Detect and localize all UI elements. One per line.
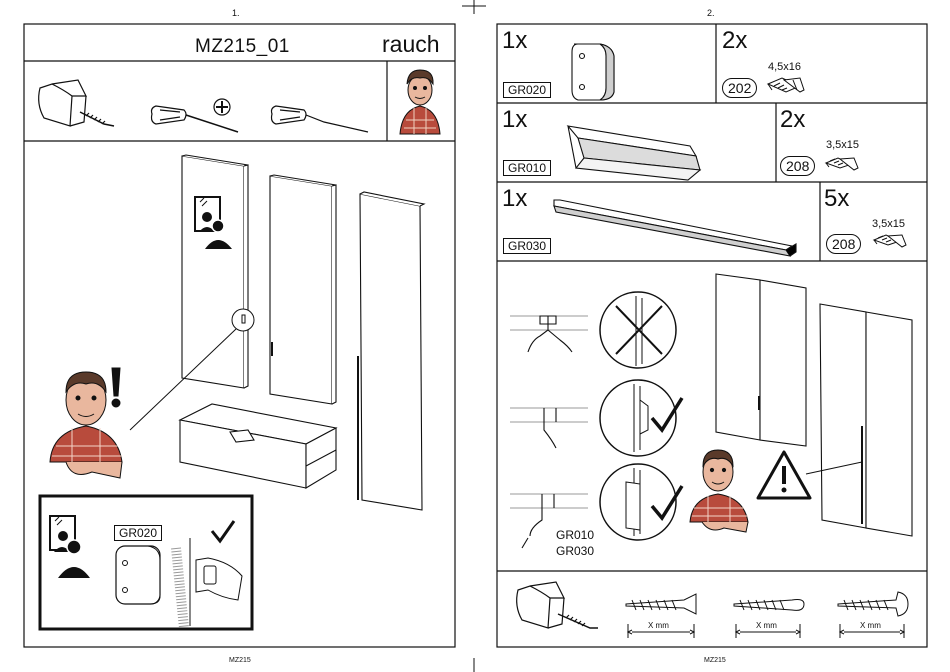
left-page-number: 1. [232, 8, 240, 18]
screw-208-drawing-a [826, 158, 858, 170]
door-pair-top [716, 274, 806, 446]
screwdriver-awl-icon [272, 106, 369, 132]
screw-202-drawing [768, 78, 804, 92]
part-gr030-drawing [554, 200, 796, 256]
screw-raised-head-icon [734, 600, 804, 639]
measure-label-2: X mm [756, 621, 777, 630]
right-footer: MZ215 [704, 657, 726, 664]
screw-pan-head-icon [838, 592, 908, 638]
screwdriver-phillips-icon [152, 99, 239, 132]
detail-circle-correct-1 [600, 380, 682, 456]
page-title: MZ215_01 [195, 36, 290, 58]
handle-profile-icon [39, 80, 114, 126]
mascot-warning [50, 368, 122, 478]
part-2-qty: 1x [502, 106, 527, 134]
part-2-code: GR010 [503, 160, 551, 176]
screw-3-size: 3,5x15 [872, 218, 905, 230]
variant-label-gr030: GR030 [556, 544, 594, 558]
measure-label-3: X mm [860, 621, 881, 630]
detail-circle-wrong [600, 292, 676, 368]
screw-208-drawing-b [874, 235, 906, 247]
mascot-right [690, 450, 748, 532]
screw-2-number: 208 [780, 156, 815, 176]
part-gr010-drawing [568, 126, 700, 180]
handle-profile-icon-right [517, 582, 598, 628]
part-3-qty: 1x [502, 185, 527, 213]
detail-circle-correct-2 [600, 464, 682, 540]
callout-box [40, 496, 252, 629]
door-pair-bottom [820, 304, 912, 536]
part-1-code: GR020 [503, 82, 551, 98]
screw-countersunk-icon [626, 594, 696, 638]
profile-section-gr010 [510, 408, 588, 448]
door-panel-1 [182, 155, 248, 388]
screw-3-number: 208 [826, 234, 861, 254]
right-page-number: 2. [707, 8, 715, 18]
screw-1-number: 202 [722, 78, 757, 98]
screw-1-size: 4,5x16 [768, 61, 801, 73]
part-gr020-drawing [572, 44, 614, 100]
variant-label-gr010: GR010 [556, 528, 594, 542]
screw-2-size: 3,5x15 [826, 139, 859, 151]
crop-marks [462, 0, 486, 672]
left-footer: MZ215 [229, 657, 251, 664]
door-panel-3 [358, 192, 424, 510]
part-1-qty: 1x [502, 27, 527, 55]
door-panel-2 [270, 175, 336, 404]
drawer-box [180, 404, 336, 488]
mascot-avatar [400, 70, 440, 134]
measure-label-1: X mm [648, 621, 669, 630]
screw-3-qty: 5x [824, 185, 849, 213]
brand-logo: rauch [382, 31, 440, 58]
profile-section-wrong [510, 316, 588, 352]
part-3-code: GR030 [503, 238, 551, 254]
callout-part-code: GR020 [114, 525, 162, 541]
screw-1-qty: 2x [722, 27, 747, 55]
screw-2-qty: 2x [780, 106, 805, 134]
